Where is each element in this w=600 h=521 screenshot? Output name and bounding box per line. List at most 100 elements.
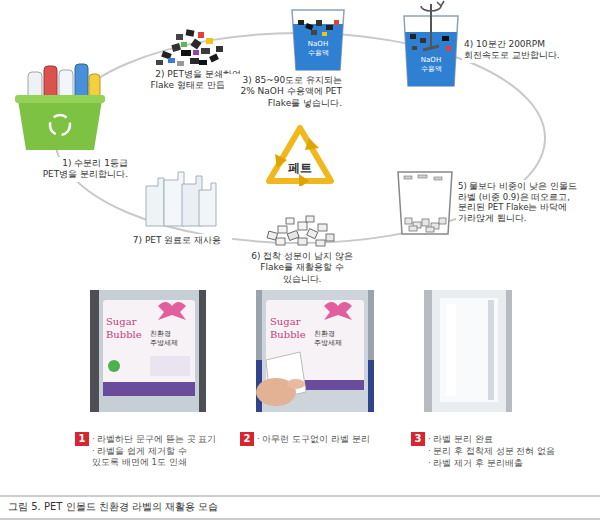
pet-bottles [146,172,216,226]
recycle-arrowhead [305,138,319,150]
crushed-flakes-part [181,42,187,47]
separation-beaker-part [426,227,434,232]
stirring-beaker-part [442,36,449,41]
caption-bullet: · 라벨하단 문구에 뜯는 곳 표기 [92,434,237,445]
crushed-flakes-part [168,58,175,63]
naoh-beaker-part [311,30,317,35]
clean-flakes-part [306,216,314,222]
photo-label-peeling-part [287,379,305,389]
crushed-flakes-part [181,50,191,56]
clean-flakes-part [278,226,287,233]
recycle-arrowhead [275,154,287,168]
photo-label-removed-part [446,304,456,396]
recycle-arrows-part [269,128,331,181]
photo-label-marking [90,290,206,412]
separation-beaker [398,172,452,234]
separation-beaker-part [398,172,452,234]
recycle-basket [15,64,105,150]
photo-label-marking-part [108,360,120,372]
stirring-beaker-part [412,46,417,50]
separation-beaker-part [439,218,446,224]
clean-flakes-part [298,238,307,245]
step-text: 3) 85~90도로 유지되는 2% NaOH 수용액에 PET Flake를 … [224,74,344,110]
crushed-flakes-part [201,48,210,54]
caption-bullet: · 라벨 제거 후 분리배출 [428,458,593,469]
stirring-beaker [404,1,458,86]
clean-flakes-part [286,218,294,224]
crushed-flakes-part [198,32,204,38]
crushed-flakes-part [190,58,199,64]
naoh-beaker [292,10,344,70]
naoh-beaker-part [326,25,333,30]
caption-rule-part [0,519,600,520]
crushed-flakes-part [177,61,184,66]
photo-label-removed-part [440,298,498,402]
crushed-flakes-part [171,43,181,52]
crushed-flakes-part [206,38,213,44]
photo-label-removed-part [424,290,512,412]
caption-rule [0,496,600,519]
crushed-flakes-part [156,60,163,65]
pet-bottles-part [164,172,184,226]
recycle-symbol: 페트 [265,124,335,186]
caption-bullet: · 라벨을 쉽게 제거할 수 있도록 배면에 1도 인쇄 [92,446,214,467]
callout-text: 3 [415,434,422,444]
crushed-flakes-part [209,54,219,63]
pet-bottles-part [146,178,164,226]
naoh-beaker-part [298,20,304,25]
crushed-flakes-part [216,46,223,52]
separation-beaker-part [434,177,442,180]
brand-text: Sugar Bubble [106,316,154,341]
callout-number: 3 [411,432,425,446]
callout-number: 1 [75,432,89,446]
callout-text: 1 [79,434,86,444]
recycle-basket-part [50,115,70,135]
naoh-beaker-part [334,20,339,25]
naoh-beaker-part [322,32,327,36]
separation-beaker-part [409,226,417,231]
stirring-beaker-part [446,46,451,51]
stirring-beaker-part [420,38,426,43]
photo-label-marking-part [103,382,195,396]
photo-label-removed-part [488,300,494,400]
photo-label-removed-part [432,290,506,412]
naoh-beaker-part [316,20,322,26]
step-text: 5) 물보다 비중이 낮은 인몰드 라벨 (비중 0.9)은 떠오르고, 분리된… [456,180,598,225]
step-text: 6) 접착 성분이 남지 않은 Flake를 재활용할 수 있습니다. [243,250,361,286]
photo-label-marking-part [150,356,190,376]
stirring-beaker-part [437,1,444,6]
photo-label-removed [424,290,512,412]
clean-flakes-part [326,234,334,241]
crushed-flakes [156,29,223,66]
callout-number: 2 [240,432,254,446]
crushed-flakes-part [186,29,195,36]
separation-beaker-part [418,175,427,178]
callout-text: 2 [244,434,251,444]
step-text: 1) 수분리 1등급 PET병을 분리합니다. [36,157,130,182]
product-text: 친환경 주방세제 [150,330,194,348]
photo-label-peeling-part [256,290,374,412]
photo-label-peeling-part [324,302,352,320]
photo-label-marking-part [99,290,199,412]
step-text: 4) 10분간 200RPM 회전속도로 교반합니다. [462,38,580,63]
caption-rule-part [0,496,600,497]
naoh-beaker-part [292,10,344,70]
separation-beaker-part [405,218,412,224]
stirring-beaker-part [423,46,439,50]
clean-flakes-part [298,222,307,230]
pet-bottles-part [199,183,216,226]
symbol-text: 페트 [288,162,312,174]
clean-flakes-part [316,240,325,246]
figure-caption: 그림 5. PET 인몰드 친환경 라벨의 재활용 모습 [8,501,218,514]
clean-flakes [267,216,334,246]
recycle-basket-part [15,95,105,103]
caption-bullet: · 분리 후 접착제 성분 전혀 없음 [428,446,593,457]
separation-beaker-part [404,176,412,179]
clean-flakes-part [276,238,285,245]
solution-text: NaOH 수용액 [410,56,452,74]
naoh-beaker-part [293,24,343,70]
clean-flakes-part [318,224,327,231]
clean-flakes-part [307,229,318,239]
stirring-beaker-part [421,6,441,11]
